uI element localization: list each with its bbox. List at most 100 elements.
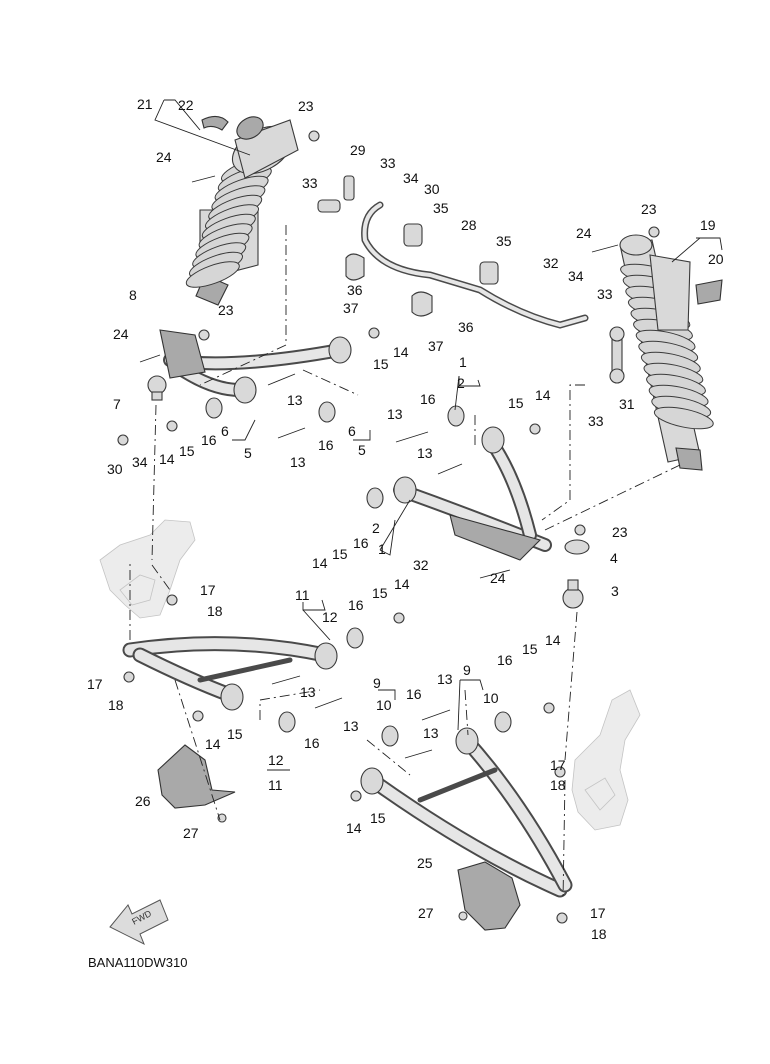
lower-arm-left xyxy=(122,636,338,711)
callout-c16d: 16 xyxy=(353,535,369,551)
callout-c32b: 32 xyxy=(413,557,429,573)
callout-c33b: 33 xyxy=(302,175,318,191)
figure-code: BANA110DW310 xyxy=(88,955,187,970)
lower-arm-right xyxy=(360,727,573,898)
callout-c16e: 16 xyxy=(348,597,364,613)
callout-c6a: 6 xyxy=(221,423,229,439)
callout-c24c: 24 xyxy=(113,326,129,342)
callout-c17b: 17 xyxy=(87,676,103,692)
callout-c21: 21 xyxy=(137,96,153,112)
guard-left xyxy=(157,744,236,809)
stabilizer-bar xyxy=(345,201,589,329)
callout-c34c: 34 xyxy=(132,454,148,470)
callout-c24d: 24 xyxy=(490,570,506,586)
guard-right xyxy=(457,861,521,931)
left-steering-knuckle-ghost xyxy=(99,519,196,619)
callout-c10b: 10 xyxy=(483,690,499,706)
callout-c19: 19 xyxy=(700,217,716,233)
callout-c31: 31 xyxy=(619,396,635,412)
callout-c5b: 5 xyxy=(358,442,366,458)
callout-c16a: 16 xyxy=(420,391,436,407)
right-steering-knuckle-ghost xyxy=(571,689,641,831)
callout-c4: 4 xyxy=(610,550,618,566)
callout-c28: 28 xyxy=(461,217,477,233)
nuts-and-washers xyxy=(117,130,660,924)
callout-c34a: 34 xyxy=(403,170,419,186)
callout-c36a: 36 xyxy=(347,282,363,298)
callout-c35a: 35 xyxy=(433,200,449,216)
callout-c33c: 33 xyxy=(597,286,613,302)
callout-c17a: 17 xyxy=(200,582,216,598)
callout-c13e: 13 xyxy=(300,684,316,700)
callout-c30a: 30 xyxy=(424,181,440,197)
callout-c13d: 13 xyxy=(417,445,433,461)
bushings-and-collars xyxy=(205,397,512,747)
callout-c8: 8 xyxy=(129,287,137,303)
assembly-lines xyxy=(129,225,681,901)
callout-c29: 29 xyxy=(350,142,366,158)
callout-c32a: 32 xyxy=(543,255,559,271)
callout-c7: 7 xyxy=(113,396,121,412)
callout-c11a: 11 xyxy=(295,587,310,603)
right-shock-absorber xyxy=(619,234,714,471)
callout-c13a: 13 xyxy=(287,392,303,408)
callout-c23b: 23 xyxy=(641,201,657,217)
callout-c1b: 1 xyxy=(378,541,386,557)
callout-c27a: 27 xyxy=(183,825,199,841)
callout-c15d: 15 xyxy=(332,546,348,562)
callout-c14e: 14 xyxy=(394,576,410,592)
callout-c14g: 14 xyxy=(545,632,561,648)
callout-c36b: 36 xyxy=(458,319,474,335)
callout-c18a: 18 xyxy=(207,603,223,619)
callout-c13c: 13 xyxy=(290,454,306,470)
callout-c16h: 16 xyxy=(497,652,513,668)
callout-c17c: 17 xyxy=(550,757,566,773)
callout-c10a: 10 xyxy=(376,697,392,713)
upper-arm-right xyxy=(393,426,552,561)
callout-c33a: 33 xyxy=(380,155,396,171)
upper-arm-left xyxy=(159,329,352,404)
callout-c20: 20 xyxy=(708,251,724,267)
callout-c12a: 12 xyxy=(322,609,338,625)
callout-c9b: 9 xyxy=(463,662,471,678)
stabilizer-link-right xyxy=(609,326,625,384)
callout-c1a: 1 xyxy=(459,354,467,370)
callout-c37b: 37 xyxy=(428,338,444,354)
callout-c13h: 13 xyxy=(423,725,439,741)
callout-c9a: 9 xyxy=(373,675,381,691)
callout-c11b: 11 xyxy=(268,777,283,793)
callout-c14d: 14 xyxy=(312,555,328,571)
callout-c14f: 14 xyxy=(205,736,221,752)
callout-c3: 3 xyxy=(611,583,619,599)
callout-c33d: 33 xyxy=(588,413,604,429)
leader-lines xyxy=(154,99,723,771)
callout-c15c: 15 xyxy=(179,443,195,459)
callout-c30b: 30 xyxy=(107,461,123,477)
callout-c16b: 16 xyxy=(201,432,217,448)
callout-c16c: 16 xyxy=(318,437,334,453)
callout-c14a: 14 xyxy=(393,344,409,360)
callout-c6b: 6 xyxy=(348,423,356,439)
callout-c15e: 15 xyxy=(372,585,388,601)
callout-c26: 26 xyxy=(135,793,151,809)
callout-c23d: 23 xyxy=(612,524,628,540)
left-shock-absorber xyxy=(185,116,299,306)
ball-joint-upper-right xyxy=(562,579,584,609)
callout-c27b: 27 xyxy=(418,905,434,921)
callout-c16f: 16 xyxy=(304,735,320,751)
forward-direction-arrow xyxy=(109,899,169,946)
callout-c14b: 14 xyxy=(535,387,551,403)
callout-c13f: 13 xyxy=(343,718,359,734)
callout-c13b: 13 xyxy=(387,406,403,422)
callout-c23c: 23 xyxy=(218,302,234,318)
callout-c34b: 34 xyxy=(568,268,584,284)
reservoir-cap xyxy=(695,279,723,305)
callout-c22: 22 xyxy=(178,97,194,113)
callout-c5a: 5 xyxy=(244,445,252,461)
callout-c14h: 14 xyxy=(346,820,362,836)
callout-c2a: 2 xyxy=(457,375,465,391)
callout-c23a: 23 xyxy=(298,98,314,114)
callout-c17d: 17 xyxy=(590,905,606,921)
